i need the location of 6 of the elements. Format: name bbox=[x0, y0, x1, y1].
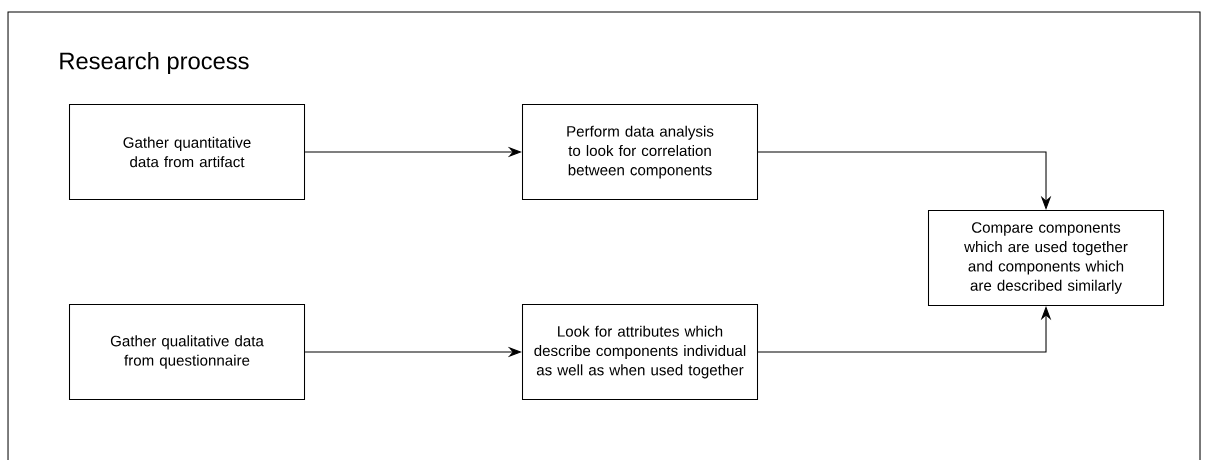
process-box: Gather qualitative data from questionnaire bbox=[69, 304, 306, 401]
process-box: Gather quantitative data from artifact bbox=[69, 103, 306, 201]
process-box: Perform data analysis to look for correlation between components bbox=[522, 103, 759, 201]
process-box: Look for attributes which describe components individual as well as when used together bbox=[522, 304, 759, 401]
process-box: Compare components which are used together and components which are described similarly bbox=[928, 210, 1165, 307]
title: Research process bbox=[60, 51, 249, 75]
